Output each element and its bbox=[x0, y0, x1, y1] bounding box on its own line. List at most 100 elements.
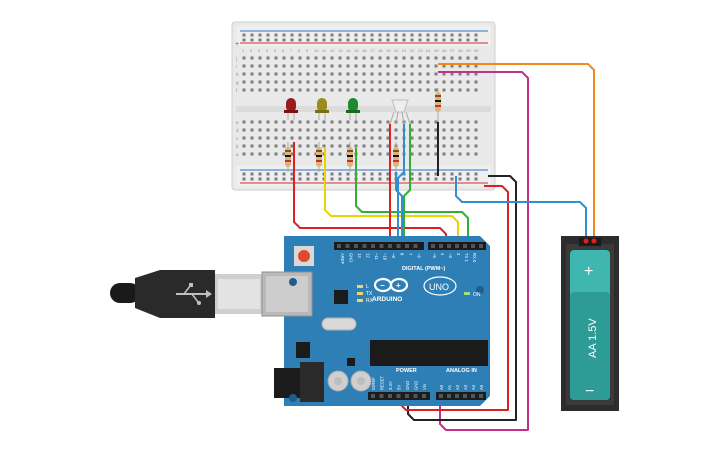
breadboard-hole[interactable] bbox=[346, 72, 350, 76]
header-pin[interactable] bbox=[439, 394, 443, 398]
breadboard-hole[interactable] bbox=[458, 88, 462, 92]
breadboard-hole[interactable] bbox=[346, 177, 350, 181]
breadboard-hole[interactable] bbox=[290, 128, 294, 132]
breadboard-hole[interactable] bbox=[242, 120, 246, 124]
breadboard-hole[interactable] bbox=[266, 64, 270, 68]
breadboard-hole[interactable] bbox=[370, 38, 374, 42]
breadboard-hole[interactable] bbox=[338, 128, 342, 132]
breadboard-hole[interactable] bbox=[410, 88, 414, 92]
breadboard-hole[interactable] bbox=[362, 33, 366, 37]
breadboard-hole[interactable] bbox=[258, 72, 262, 76]
breadboard-hole[interactable] bbox=[306, 56, 310, 60]
breadboard-hole[interactable] bbox=[410, 172, 414, 176]
breadboard-hole[interactable] bbox=[474, 144, 478, 148]
breadboard-hole[interactable] bbox=[378, 172, 382, 176]
breadboard-hole[interactable] bbox=[410, 38, 414, 42]
breadboard-hole[interactable] bbox=[282, 64, 286, 68]
breadboard-hole[interactable] bbox=[298, 152, 302, 156]
breadboard-hole[interactable] bbox=[266, 128, 270, 132]
breadboard-hole[interactable] bbox=[346, 172, 350, 176]
breadboard-hole[interactable] bbox=[258, 33, 262, 37]
header-pin[interactable] bbox=[371, 394, 375, 398]
breadboard-hole[interactable] bbox=[442, 56, 446, 60]
breadboard-hole[interactable] bbox=[474, 120, 478, 124]
breadboard-hole[interactable] bbox=[250, 33, 254, 37]
header-pin[interactable] bbox=[422, 394, 426, 398]
breadboard-hole[interactable] bbox=[330, 80, 334, 84]
breadboard-hole[interactable] bbox=[378, 177, 382, 181]
breadboard-hole[interactable] bbox=[426, 152, 430, 156]
breadboard-hole[interactable] bbox=[394, 88, 398, 92]
breadboard-hole[interactable] bbox=[338, 33, 342, 37]
breadboard-hole[interactable] bbox=[242, 88, 246, 92]
breadboard-hole[interactable] bbox=[474, 33, 478, 37]
breadboard-hole[interactable] bbox=[306, 144, 310, 148]
breadboard-hole[interactable] bbox=[378, 72, 382, 76]
breadboard-hole[interactable] bbox=[426, 136, 430, 140]
header-pin[interactable] bbox=[379, 394, 384, 398]
breadboard-hole[interactable] bbox=[250, 80, 254, 84]
breadboard-hole[interactable] bbox=[258, 56, 262, 60]
resistor-1[interactable] bbox=[285, 142, 291, 172]
breadboard-hole[interactable] bbox=[402, 56, 406, 60]
breadboard-hole[interactable] bbox=[378, 120, 382, 124]
breadboard-hole[interactable] bbox=[450, 120, 454, 124]
breadboard-hole[interactable] bbox=[282, 128, 286, 132]
breadboard-hole[interactable] bbox=[290, 152, 294, 156]
breadboard-hole[interactable] bbox=[354, 33, 358, 37]
breadboard-hole[interactable] bbox=[322, 144, 326, 148]
breadboard-hole[interactable] bbox=[330, 152, 334, 156]
breadboard-hole[interactable] bbox=[298, 128, 302, 132]
breadboard-hole[interactable] bbox=[266, 88, 270, 92]
breadboard-hole[interactable] bbox=[410, 144, 414, 148]
breadboard-hole[interactable] bbox=[402, 172, 406, 176]
breadboard-hole[interactable] bbox=[434, 128, 438, 132]
breadboard-hole[interactable] bbox=[362, 120, 366, 124]
breadboard-hole[interactable] bbox=[474, 56, 478, 60]
breadboard-hole[interactable] bbox=[466, 177, 470, 181]
breadboard-hole[interactable] bbox=[442, 136, 446, 140]
breadboard-hole[interactable] bbox=[434, 56, 438, 60]
breadboard-hole[interactable] bbox=[362, 72, 366, 76]
breadboard-hole[interactable] bbox=[378, 136, 382, 140]
breadboard-hole[interactable] bbox=[370, 56, 374, 60]
header-pin[interactable] bbox=[405, 394, 409, 398]
breadboard-hole[interactable] bbox=[466, 72, 470, 76]
breadboard-hole[interactable] bbox=[354, 128, 358, 132]
breadboard-hole[interactable] bbox=[306, 33, 310, 37]
breadboard-hole[interactable] bbox=[298, 144, 302, 148]
header-pin[interactable] bbox=[396, 394, 401, 398]
breadboard-hole[interactable] bbox=[266, 38, 270, 42]
breadboard-hole[interactable] bbox=[370, 172, 374, 176]
breadboard-hole[interactable] bbox=[434, 136, 438, 140]
breadboard-hole[interactable] bbox=[314, 177, 318, 181]
breadboard-hole[interactable] bbox=[402, 80, 406, 84]
wire-blue-3[interactable] bbox=[455, 176, 587, 238]
breadboard-hole[interactable] bbox=[242, 144, 246, 148]
breadboard-hole[interactable] bbox=[250, 72, 254, 76]
breadboard-hole[interactable] bbox=[434, 64, 438, 68]
breadboard-hole[interactable] bbox=[266, 172, 270, 176]
breadboard-hole[interactable] bbox=[282, 152, 286, 156]
breadboard-hole[interactable] bbox=[378, 80, 382, 84]
breadboard-hole[interactable] bbox=[322, 80, 326, 84]
breadboard-hole[interactable] bbox=[306, 172, 310, 176]
breadboard-hole[interactable] bbox=[306, 64, 310, 68]
breadboard-hole[interactable] bbox=[426, 177, 430, 181]
breadboard-hole[interactable] bbox=[434, 144, 438, 148]
breadboard-hole[interactable] bbox=[354, 80, 358, 84]
breadboard-hole[interactable] bbox=[442, 80, 446, 84]
breadboard-hole[interactable] bbox=[362, 80, 366, 84]
header-pin[interactable] bbox=[431, 244, 435, 248]
breadboard-hole[interactable] bbox=[410, 56, 414, 60]
breadboard-hole[interactable] bbox=[330, 120, 334, 124]
breadboard-hole[interactable] bbox=[242, 152, 246, 156]
breadboard-hole[interactable] bbox=[466, 56, 470, 60]
breadboard-hole[interactable] bbox=[322, 88, 326, 92]
breadboard-hole[interactable] bbox=[314, 56, 318, 60]
header-pin[interactable] bbox=[413, 244, 418, 248]
breadboard-hole[interactable] bbox=[378, 38, 382, 42]
breadboard-hole[interactable] bbox=[242, 136, 246, 140]
breadboard-hole[interactable] bbox=[474, 152, 478, 156]
breadboard-hole[interactable] bbox=[474, 136, 478, 140]
